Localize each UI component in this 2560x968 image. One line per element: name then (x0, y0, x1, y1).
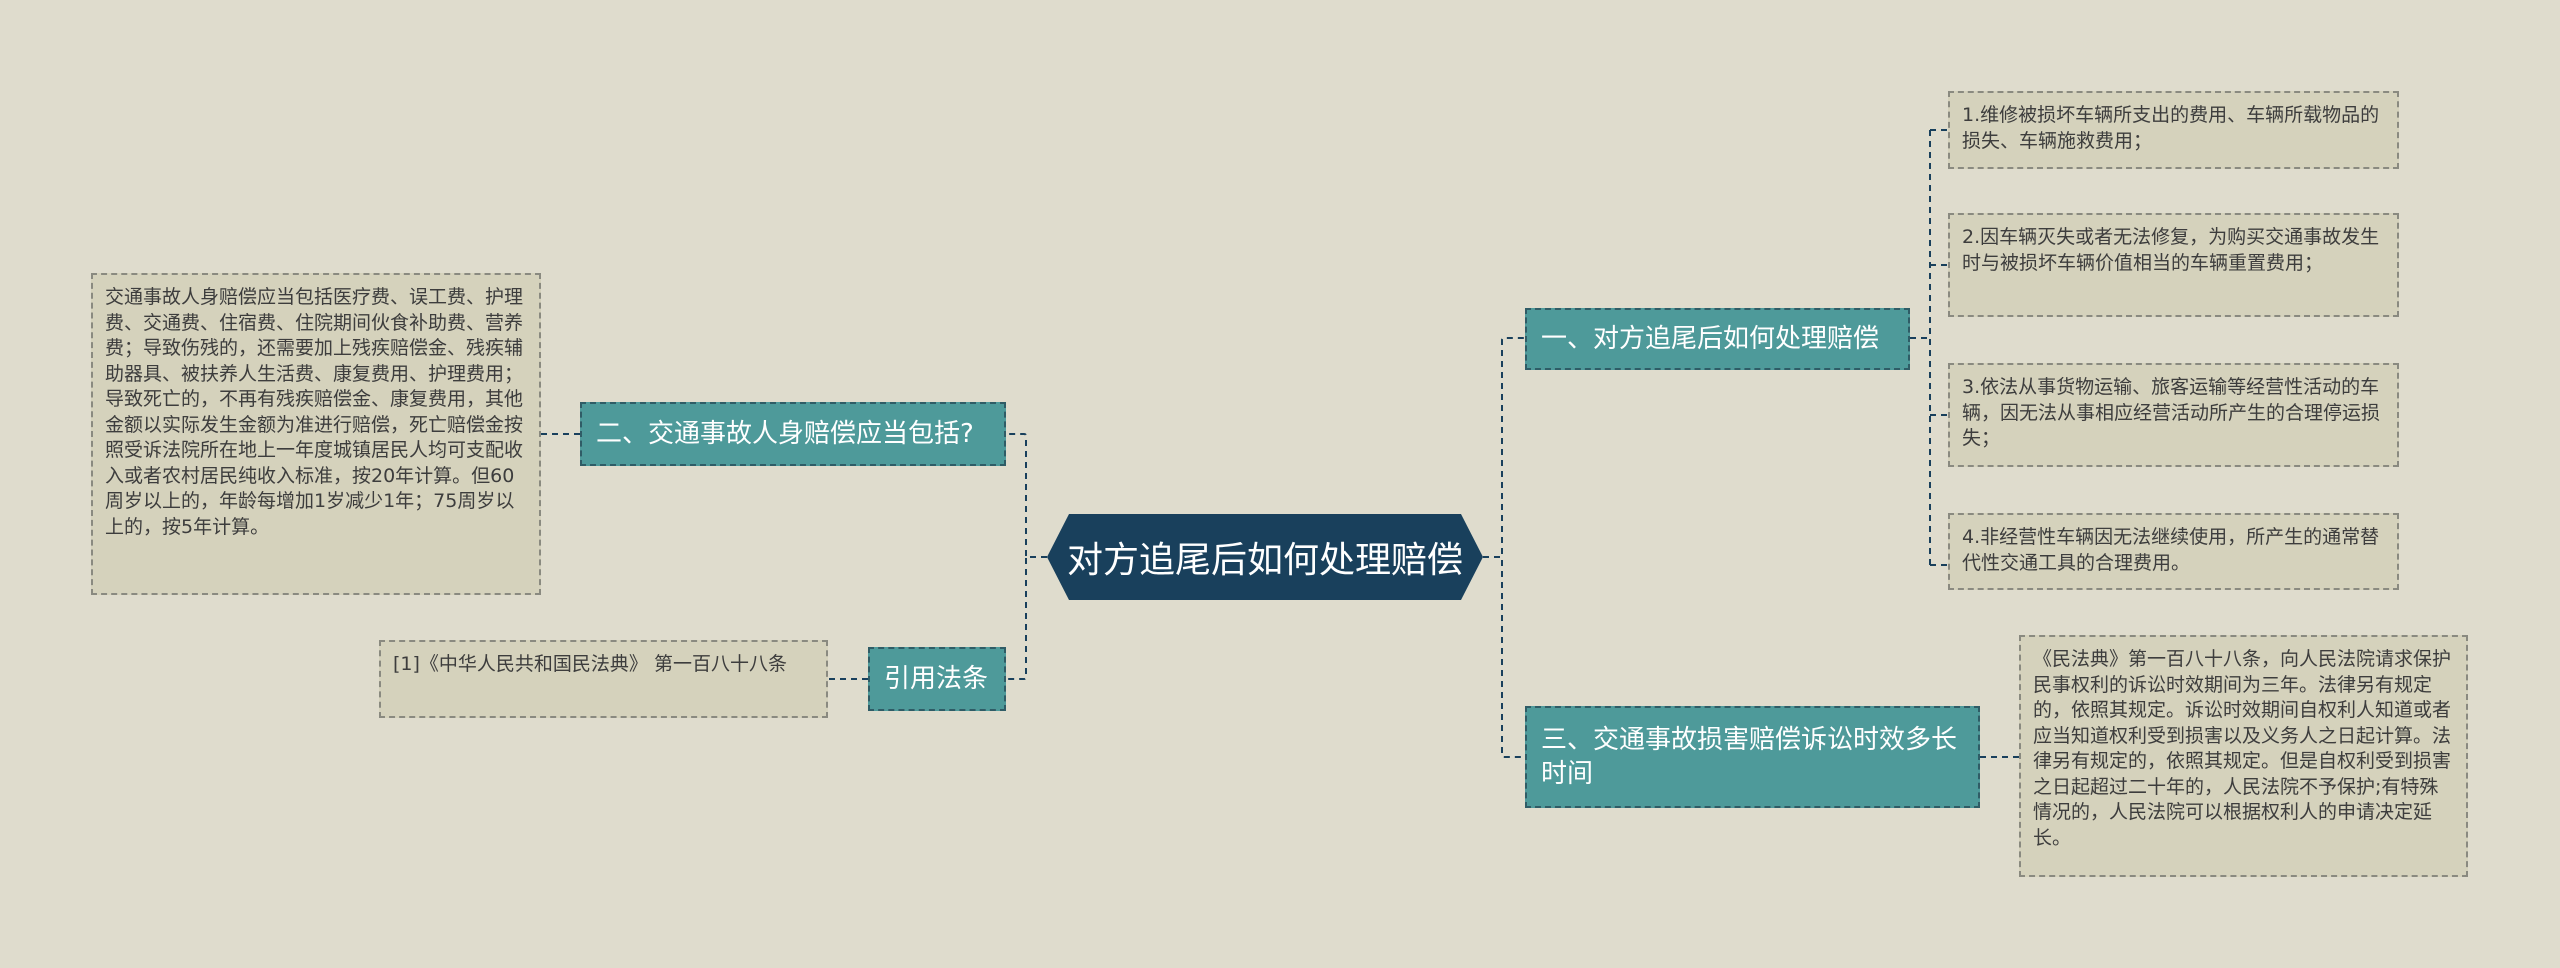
branch-topic-2-label: 二、交通事故人身赔偿应当包括? (596, 419, 974, 449)
leaf-b1-item-3[interactable]: 3.依法从事货物运输、旅客运输等经营性活动的车辆，因无法从事相应经营活动所产生的… (1948, 363, 2399, 467)
leaf-b1-item-3-text: 3.依法从事货物运输、旅客运输等经营性活动的车辆，因无法从事相应经营活动所产生的… (1962, 376, 2381, 449)
connector-root-b4 (1006, 556, 1047, 680)
leaf-b1-item-2[interactable]: 2.因车辆灭失或者无法修复，为购买交通事故发生时与被损坏车辆价值相当的车辆重置费… (1948, 213, 2399, 317)
branch-topic-2[interactable]: 二、交通事故人身赔偿应当包括? (580, 402, 1006, 466)
root-topic-label: 对方追尾后如何处理赔偿 (1066, 540, 1463, 581)
leaf-b2-text-content: 交通事故人身赔偿应当包括医疗费、误工费、护理费、交通费、住宿费、住院期间伙食补助… (105, 286, 524, 538)
root-topic[interactable]: 对方追尾后如何处理赔偿 (1047, 514, 1483, 600)
leaf-b1-item-4[interactable]: 4.非经营性车辆因无法继续使用，所产生的通常替代性交通工具的合理费用。 (1948, 513, 2399, 590)
branch-topic-3-label: 三、交通事故损害赔偿诉讼时效多长时间 (1541, 725, 1958, 789)
connector-root-b1 (1483, 337, 1525, 558)
leaf-b3-text-content: 《民法典》第一百八十八条，向人民法院请求保护民事权利的诉讼时效期间为三年。法律另… (2033, 648, 2452, 849)
branch-topic-4-label: 引用法条 (884, 664, 989, 694)
leaf-b1-item-1-text: 1.维修被损坏车辆所支出的费用、车辆所载物品的损失、车辆施救费用； (1962, 104, 2380, 152)
branch-topic-1[interactable]: 一、对方追尾后如何处理赔偿 (1525, 308, 1910, 370)
leaf-b4-text[interactable]: [1]《中华人民共和国民法典》 第一百八十八条 (379, 640, 828, 718)
branch-topic-4[interactable]: 引用法条 (868, 647, 1006, 711)
leaf-b4-text-content: [1]《中华人民共和国民法典》 第一百八十八条 (393, 653, 787, 675)
leaf-b1-item-4-text: 4.非经营性车辆因无法继续使用，所产生的通常替代性交通工具的合理费用。 (1962, 526, 2380, 574)
branch-topic-1-label: 一、对方追尾后如何处理赔偿 (1541, 324, 1880, 354)
leaf-b3-text[interactable]: 《民法典》第一百八十八条，向人民法院请求保护民事权利的诉讼时效期间为三年。法律另… (2019, 635, 2468, 877)
leaf-b1-item-1[interactable]: 1.维修被损坏车辆所支出的费用、车辆所载物品的损失、车辆施救费用； (1948, 91, 2399, 169)
connector-root-b3 (1483, 556, 1525, 758)
leaf-b1-item-2-text: 2.因车辆灭失或者无法修复，为购买交通事故发生时与被损坏车辆价值相当的车辆重置费… (1962, 226, 2380, 274)
leaf-b2-text[interactable]: 交通事故人身赔偿应当包括医疗费、误工费、护理费、交通费、住宿费、住院期间伙食补助… (91, 273, 541, 595)
connector-root-b2 (1006, 433, 1047, 558)
branch-topic-3[interactable]: 三、交通事故损害赔偿诉讼时效多长时间 (1525, 706, 1980, 808)
